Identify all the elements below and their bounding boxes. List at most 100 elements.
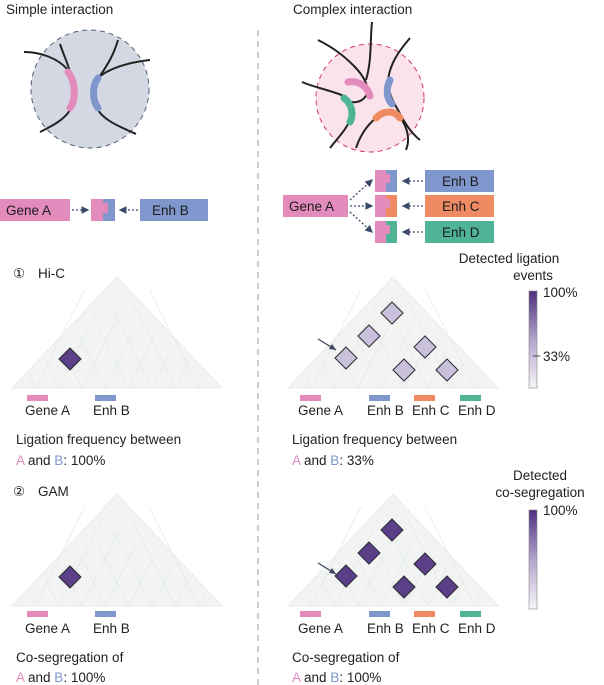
matrix-left-hic-gridline: [28, 375, 36, 389]
legend-hic-max: 100%: [543, 285, 578, 300]
complex-nucleus: [301, 21, 425, 153]
legend-hic-mid: 33%: [543, 349, 570, 364]
simple-nucleus: [23, 29, 151, 149]
matrix-right-hic-gridline: [311, 289, 361, 389]
enh-b-bin-left-gam: [95, 611, 116, 617]
contact-right-gam-a-b: [334, 564, 358, 588]
matrix-left-gam-gridline: [175, 580, 189, 607]
matrix-left-gam-gridline: [28, 593, 36, 607]
caption-right-hic-line2: A and B: 33%: [292, 453, 374, 468]
axis-enh-c-right-hic: Enh C: [412, 403, 450, 418]
enh-d-label-complex: Enh D: [442, 225, 480, 240]
matrix-left-hic-gridline: [105, 326, 137, 389]
axis-enh-b-right-gam: Enh B: [367, 621, 404, 636]
matrix-left-hic-gridline: [81, 313, 120, 389]
matrix-left-hic-gridline: [58, 301, 103, 389]
enh-d-bin-right-gam: [460, 611, 481, 617]
legend-hic-title-1: Detected ligation: [459, 251, 560, 266]
matrix-left-gam-gridline: [97, 543, 129, 607]
hic-number: ①: [13, 266, 25, 281]
gene-a-box-complex: [283, 195, 348, 217]
matrix-left-hic-gridline: [149, 289, 199, 389]
contact-right-hic-a-c: [357, 324, 381, 348]
matrix-right-gam-gridline: [451, 580, 465, 607]
caption-right-gam-line2: A and B: 100%: [292, 670, 381, 685]
axis-enh-b-left-hic: Enh B: [93, 403, 130, 418]
contact-right-gam-a-c: [357, 541, 381, 565]
contact-right-gam-b-d: [392, 575, 416, 599]
axis-gene-a-left-gam: Gene A: [25, 621, 70, 636]
gene-a-bin-left-gam: [27, 611, 48, 617]
matrix-left-hic-gridline: [128, 338, 154, 389]
axis-enh-d-right-hic: Enh D: [458, 403, 496, 418]
enh-b-bin-left-hic: [95, 395, 116, 401]
gene-a-bin-right-hic: [300, 395, 321, 401]
matrix-right-hic-gridline: [425, 289, 475, 389]
matrix-left-gam-gridline: [45, 580, 59, 607]
legend-gam-max: 100%: [543, 503, 578, 518]
matrix-left-gam-gridline: [80, 556, 106, 607]
matrix-left-gam-gridline: [81, 531, 120, 607]
axis-enh-d-right-gam: Enh D: [458, 621, 496, 636]
enh-b-label-complex: Enh B: [442, 174, 479, 189]
pointer-arrowhead-gam: [329, 568, 336, 574]
complex-interaction-schematic: Gene A Enh B Enh C Enh D: [283, 170, 494, 243]
gene-a-label: Gene A: [6, 203, 51, 218]
left-title: Simple interaction: [6, 2, 113, 17]
matrix-left-hic-gridline: [97, 326, 129, 389]
contact-right-gam-c-d: [435, 575, 459, 599]
matrix-right-hic-gridline: [390, 313, 429, 389]
contact-right-hic-c-d: [435, 358, 459, 382]
axis-gene-a-right-gam: Gene A: [298, 621, 343, 636]
matrix-right-gam-gridline: [381, 543, 413, 607]
matrix-left-hic-gridline: [175, 363, 188, 389]
matrix-right-hic-gridline: [322, 363, 335, 389]
matrix-right-gam-gridline: [304, 593, 312, 607]
enh-c-bin-right-gam: [414, 611, 435, 617]
matrix-right-gam-gridline: [356, 556, 382, 607]
contact-right-hic-a-b: [334, 346, 358, 370]
caption-left-gam-line1: Co-segregation of: [16, 650, 124, 665]
axis-enh-c-right-gam: Enh C: [412, 621, 450, 636]
legend-gam-title-1: Detected: [513, 468, 567, 483]
matrix-left-gam-gridline: [151, 568, 171, 607]
contact-matrices: [11, 276, 499, 607]
matrix-right-gam-gridline: [321, 580, 335, 607]
axis-enh-b-right-hic: Enh B: [367, 403, 404, 418]
matrix-right-hic-gridline: [474, 375, 482, 389]
gene-a-bin-right-gam: [300, 611, 321, 617]
matrix-left-hic-gridline: [35, 289, 85, 389]
contact-right-gam-a-d: [380, 518, 404, 542]
gene-a-box: [0, 199, 70, 221]
matrix-right-hic-gridline: [334, 301, 379, 389]
matrix-right-gam-gridline: [474, 593, 482, 607]
matrix-right-gam-gridline: [424, 506, 475, 607]
contact-right-hic-b-c: [413, 335, 437, 359]
matrix-right-gam-gridline: [357, 531, 396, 607]
enh-b-label: Enh B: [152, 203, 189, 218]
pointer-arrowhead-hic: [329, 344, 336, 350]
enh-c-label-complex: Enh C: [442, 199, 480, 214]
enh-b-bin-right-gam: [369, 611, 390, 617]
contact-left-hic-a-b: [58, 347, 82, 371]
legend-hic-title-2: events: [513, 268, 553, 283]
enh-b-box: [140, 199, 208, 221]
matrix-right-hic-gridline: [304, 375, 312, 389]
matrix-left-gam-gridline: [35, 506, 86, 607]
matrix-right-gam-gridline: [311, 506, 362, 607]
contact-left-gam-a-b: [58, 565, 82, 589]
enh-d-bin-right-hic: [460, 395, 481, 401]
matrix-left-gam-gridline: [131, 518, 176, 607]
matrix-left-hic-gridline: [80, 338, 106, 389]
contact-right-hic-a-d: [380, 301, 404, 325]
matrix-left-gam-gridline: [148, 506, 199, 607]
right-title: Complex interaction: [293, 2, 412, 17]
legend-hic-colorbar: [528, 290, 538, 389]
enh-b-bin-right-hic: [369, 395, 390, 401]
legend-gam-title-2: co-segregation: [495, 485, 584, 500]
caption-left-gam-line2: A and B: 100%: [16, 670, 105, 685]
matrix-right-hic-gridline: [356, 338, 382, 389]
matrix-left-hic-gridline: [131, 301, 176, 389]
matrix-left-hic-gridline: [198, 375, 206, 389]
matrix-right-gam-gridline: [334, 518, 379, 607]
